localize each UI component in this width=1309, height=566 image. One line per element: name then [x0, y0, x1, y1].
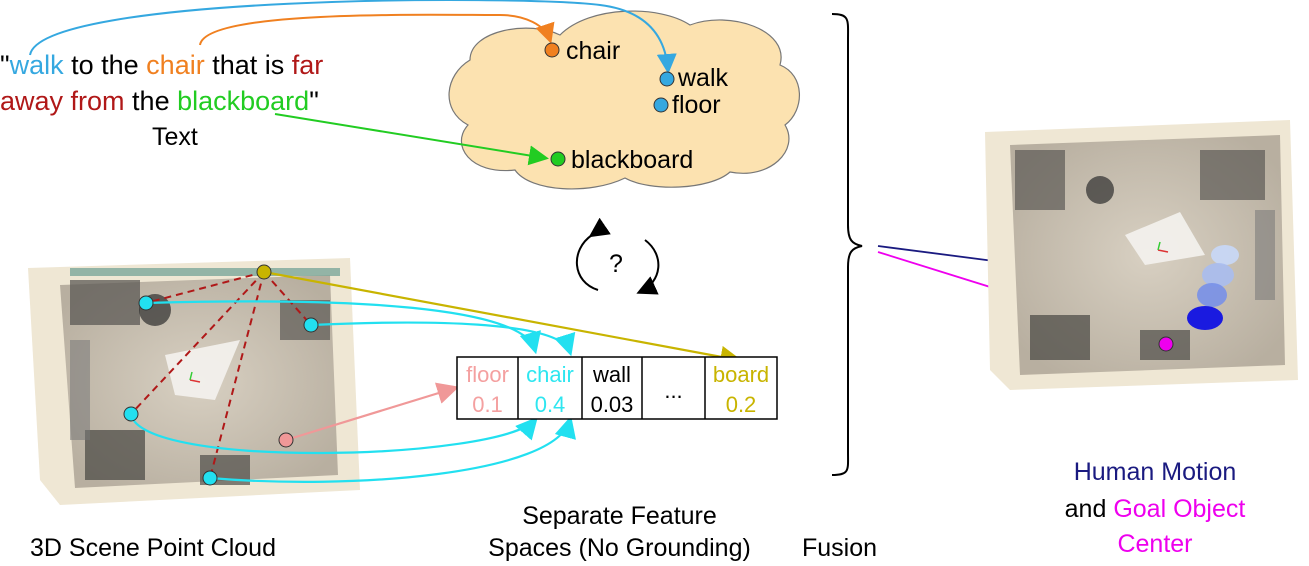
chair-point-3 [123, 406, 139, 422]
chair-dot [544, 42, 560, 58]
fusion-bracket [831, 13, 863, 476]
quote-line-1: "walk to the chair that is far [0, 46, 323, 84]
chair-point-1 [138, 295, 154, 311]
chair-point-4 [202, 470, 218, 486]
chair-arrow [199, 13, 555, 46]
scene-point-cloud [28, 258, 360, 505]
separate-caption-line2: Spaces (No Grounding) [488, 534, 751, 562]
col-floor-label: floor [466, 362, 509, 387]
and-word: and [1064, 495, 1114, 523]
quote-far: far [291, 50, 324, 80]
walk-arrow [29, 0, 677, 74]
blackboard-dot [550, 151, 566, 167]
board-point [256, 264, 272, 280]
chair-arrow-1 [145, 300, 541, 355]
center-caption: Center [1117, 530, 1193, 558]
cloud-floor-label: floor [672, 91, 721, 119]
feature-cloud [448, 10, 800, 190]
quote-walk: walk [9, 50, 64, 80]
result-point-cloud [985, 120, 1298, 390]
chair-arrow-2 [310, 321, 576, 357]
rotate-right-arrow [636, 239, 660, 295]
quote-line-2: away from the blackboard" [0, 82, 319, 120]
chair-arrow-3 [129, 413, 538, 455]
col-floor-value: 0.1 [472, 392, 503, 417]
floor-point [278, 432, 294, 448]
question-mark: ? [609, 250, 623, 278]
text-label: Text [152, 123, 198, 151]
col-chair-label: chair [526, 362, 574, 387]
quote-blackboard: blackboard [177, 86, 310, 116]
col-board-label: board [712, 362, 770, 387]
separate-caption-line1: Separate Feature [522, 502, 717, 530]
col-wall-value: 0.03 [590, 392, 634, 417]
human-motion-caption: Human Motion [1073, 458, 1237, 486]
cloud-chair-label: chair [566, 37, 621, 65]
blackboard-arrow [274, 113, 549, 166]
quote-to-the: to the [63, 50, 147, 80]
goal-center-dot [1158, 336, 1174, 352]
quote-open: " [0, 50, 10, 80]
quote-the: the [124, 86, 178, 116]
cloud-walk-label: walk [678, 64, 729, 92]
rotate-left-arrow [576, 217, 611, 291]
goal-object-word: Goal Object [1113, 495, 1246, 523]
floor-arrow [285, 382, 460, 442]
col-board-value: 0.2 [725, 392, 757, 417]
col-chair-value: 0.4 [534, 392, 566, 417]
board-arrow [263, 270, 743, 368]
cloud-blackboard-label: blackboard [571, 146, 694, 174]
quote-that-is: that is [204, 50, 292, 80]
col-wall-label: wall [593, 362, 631, 387]
chair-arrow-4 [209, 415, 576, 483]
quote-chair: chair [146, 50, 205, 80]
fusion-caption: Fusion [802, 534, 878, 562]
floor-dot [653, 97, 669, 113]
scene-caption: 3D Scene Point Cloud [30, 534, 276, 562]
chair-point-2 [303, 317, 319, 333]
quote-close: " [309, 86, 319, 116]
feature-table [456, 356, 778, 420]
goal-caption-line: and Goal Object [1030, 495, 1280, 524]
walk-dot [659, 71, 675, 87]
relation-edges [130, 271, 312, 479]
quote-away-from: away from [0, 86, 125, 116]
col-ellipsis-value: ... [664, 378, 683, 403]
